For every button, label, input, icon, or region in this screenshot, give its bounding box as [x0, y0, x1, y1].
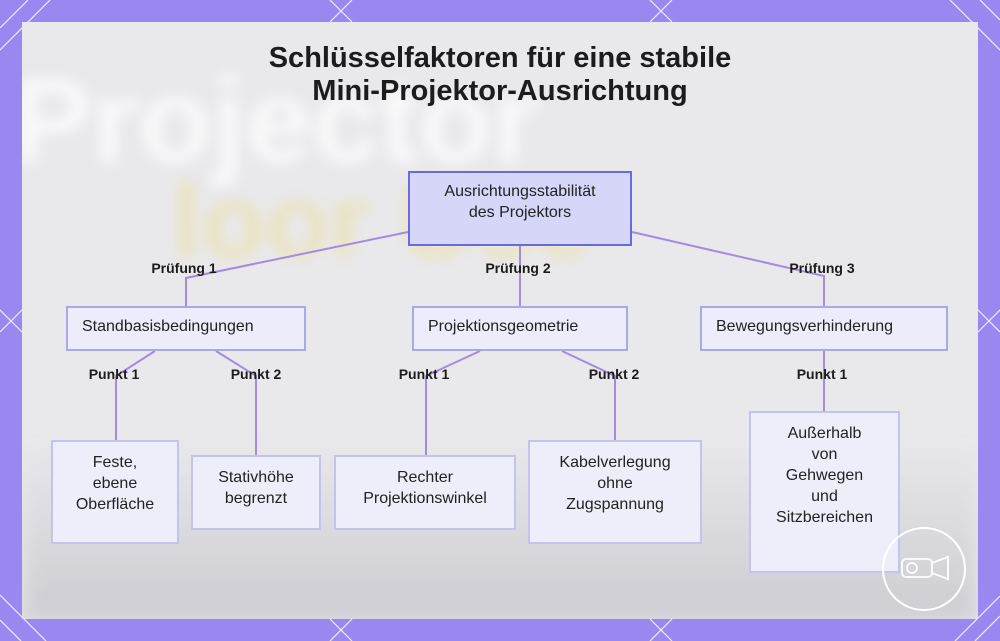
diagram-title: Schlüsselfaktoren für eine stabile Mini-… — [200, 42, 800, 108]
leaf-label-line: Oberfläche — [75, 496, 155, 513]
edge-label: Punkt 1 — [398, 366, 450, 382]
root-label-line: des Projektors — [468, 204, 572, 221]
branch-node-bewegungsverhinderung: Bewegungsverhinderung — [700, 306, 948, 351]
branch-node-standbasis: Standbasisbedingungen — [66, 306, 306, 351]
leaf-label-line: ohne — [597, 475, 633, 492]
leaf-label-line: begrenzt — [224, 490, 288, 507]
branch-label: Standbasisbedingungen — [82, 318, 254, 335]
leaf-node-projektionswinkel: Rechter Projektionswinkel — [334, 455, 516, 530]
leaf-label-line: Projektionswinkel — [363, 490, 487, 507]
leaf-label-line: Kabelverlegung — [559, 454, 671, 471]
connector-branch2-leaf3 — [425, 350, 481, 455]
connector-branch1-leaf2 — [215, 350, 257, 455]
leaf-label-line: Zugspannung — [566, 496, 664, 513]
branch-label: Bewegungsverhinderung — [716, 318, 894, 335]
projector-logo — [882, 527, 966, 611]
leaf-label-line: Feste, — [92, 454, 138, 471]
title-line: Mini-Projektor-Ausrichtung — [312, 75, 688, 107]
edge-label: Prüfung 2 — [485, 260, 551, 276]
leaf-label-line: und — [811, 488, 838, 505]
leaf-node-ausserhalb-gehwege: Außerhalb von Gehwegen und Sitzbereichen — [749, 411, 900, 573]
title-line: Schlüsselfaktoren für eine stabile — [268, 42, 732, 74]
leaf-label-line: Sitzbereichen — [776, 509, 873, 526]
leaf-label-line: Gehwegen — [785, 467, 864, 484]
edge-label: Punkt 2 — [230, 366, 282, 382]
edge-label: Prüfung 1 — [151, 260, 217, 276]
leaf-label-line: Außerhalb — [787, 425, 862, 442]
leaf-label-line: von — [811, 446, 838, 463]
connector-root-branch-1 — [185, 231, 409, 306]
leaf-node-kabelverlegung: Kabelverlegung ohne Zugspannung — [528, 440, 702, 544]
connector-branch2-leaf4 — [561, 350, 616, 440]
edge-label: Punkt 1 — [796, 366, 848, 382]
leaf-label-line: Rechter — [396, 469, 453, 486]
projector-icon — [901, 555, 949, 581]
root-label-line: Ausrichtungsstabilität — [444, 183, 596, 200]
leaf-label-line: ebene — [92, 475, 138, 492]
branch-node-projektionsgeometrie: Projektionsgeometrie — [412, 306, 628, 351]
connector-branch1-leaf1 — [115, 350, 156, 440]
leaf-label-line: Stativhöhe — [218, 469, 294, 486]
leaf-node-feste-ebene-oberflaeche: Feste, ebene Oberfläche — [51, 440, 179, 544]
edge-label: Prüfung 3 — [789, 260, 855, 276]
edge-label: Punkt 1 — [88, 366, 140, 382]
leaf-node-stativhoehe: Stativhöhe begrenzt — [191, 455, 321, 530]
connector-root-branch-3 — [631, 231, 825, 306]
edge-label: Punkt 2 — [588, 366, 640, 382]
branch-label: Projektionsgeometrie — [428, 318, 579, 335]
root-node: Ausrichtungsstabilität des Projektors — [408, 171, 632, 246]
